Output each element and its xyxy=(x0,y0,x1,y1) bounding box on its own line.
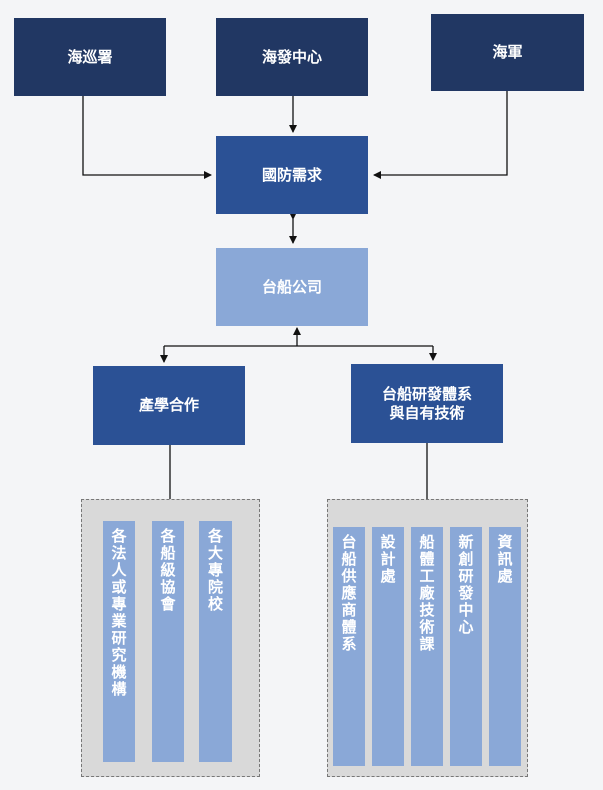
industry-academia-box: 產學合作 xyxy=(93,366,245,445)
coast-guard-label: 海巡署 xyxy=(67,47,113,66)
left-group-item: 各法人或專業研究機構 xyxy=(103,521,135,762)
defense-needs-box: 國防需求 xyxy=(216,136,368,214)
industry-academia-label: 產學合作 xyxy=(138,396,199,415)
ndd-center-label: 海發中心 xyxy=(261,47,322,66)
arrow-navy-to-needs xyxy=(373,91,508,179)
left-group-item: 各船級協會 xyxy=(152,521,184,762)
right-group-item-label: 設計處 xyxy=(378,534,397,585)
navy-label: 海軍 xyxy=(492,43,523,62)
company-label: 台船公司 xyxy=(261,277,322,296)
left-group-item-label: 各法人或專業研究機構 xyxy=(109,528,128,698)
ndd-center-box: 海發中心 xyxy=(216,18,368,96)
right-group-item: 台船供應商體系 xyxy=(333,527,365,766)
coast-guard-box: 海巡署 xyxy=(14,18,166,96)
right-group-item: 新創研發中心 xyxy=(450,527,482,766)
right-group-item-label: 資訊處 xyxy=(495,534,514,585)
navy-box: 海軍 xyxy=(431,14,584,91)
company-box: 台船公司 xyxy=(216,248,368,326)
right-group-item: 船體工廠技術課 xyxy=(411,527,443,766)
right-group-item: 設計處 xyxy=(372,527,404,766)
right-group-item: 資訊處 xyxy=(489,527,521,766)
left-group-item-label: 各大專院校 xyxy=(206,528,224,613)
rd-system-box: 台船研發體系 與自有技術 xyxy=(351,364,503,443)
right-group-item-label: 船體工廠技術課 xyxy=(417,534,436,653)
rd-system-line1: 台船研發體系 xyxy=(381,384,472,403)
arrow-coastguard-to-needs xyxy=(82,96,212,179)
left-group-item: 各大專院校 xyxy=(199,521,232,762)
left-group-item-label: 各船級協會 xyxy=(158,528,177,613)
right-group-item-label: 台船供應商體系 xyxy=(339,534,358,653)
right-group-item-label: 新創研發中心 xyxy=(456,534,475,636)
rd-system-line2: 與自有技術 xyxy=(389,403,465,422)
defense-needs-label: 國防需求 xyxy=(261,165,322,184)
